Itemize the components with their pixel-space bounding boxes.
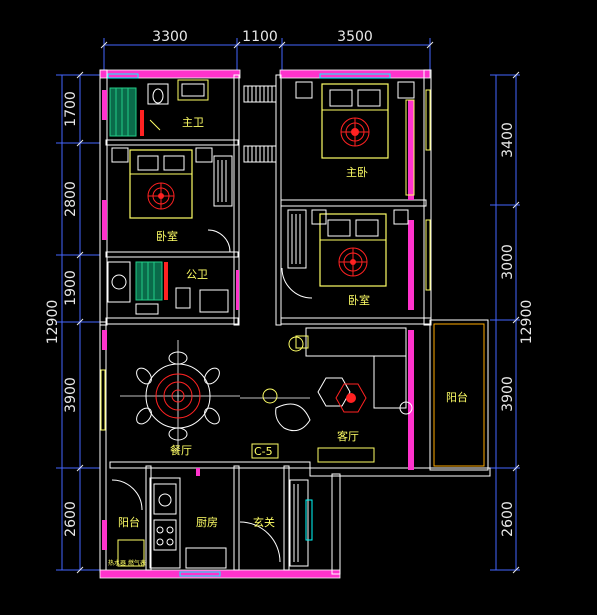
dim-left-1: 1700 [63, 91, 79, 127]
dim-left-2: 2800 [63, 181, 79, 217]
room-label-balcony-left: 阳台 [118, 515, 140, 529]
public-bathroom [107, 261, 229, 315]
interior-walls [105, 74, 432, 571]
dim-left-3: 1900 [63, 270, 79, 306]
dim-top-2: 1100 [242, 29, 278, 45]
dim-right-total: 12900 [519, 300, 535, 345]
dim-left-4: 3900 [63, 377, 79, 413]
dim-left-5: 2600 [63, 501, 79, 537]
living-room-furniture [240, 327, 413, 463]
right-bedroom-bed [311, 209, 409, 287]
room-label-master-bath: 主卫 [182, 116, 204, 129]
room-label-bedroom-left: 卧室 [156, 229, 178, 243]
dim-right-3: 3900 [500, 376, 516, 412]
windows [100, 73, 431, 577]
room-label-living: 客厅 [337, 429, 359, 443]
master-bedroom-bed [295, 81, 415, 196]
room-label-balcony-right: 阳台 [446, 390, 468, 404]
dim-left-total: 12900 [45, 300, 61, 345]
corridor-wardrobe [281, 209, 313, 299]
dimension-ticks [76, 41, 520, 574]
dim-right-2: 3000 [500, 244, 516, 280]
unit-tag-frame [251, 443, 279, 459]
closet-racks [243, 85, 277, 163]
left-bedroom-bed [111, 147, 233, 253]
dim-top-1: 3300 [152, 29, 188, 45]
room-label-entry: 玄关 [253, 515, 275, 529]
master-bathroom [109, 79, 209, 137]
room-label-dining: 餐厅 [170, 443, 192, 457]
entry-shoe-cabinet [111, 479, 313, 567]
appliance-note: 热水器 燃气表 [108, 559, 146, 567]
room-label-master-bedroom: 主卧 [346, 166, 368, 179]
dim-right-4: 2600 [500, 501, 516, 537]
dim-top-3: 3500 [337, 29, 373, 45]
room-label-bedroom-right: 卧室 [348, 293, 370, 307]
kitchen-counter [117, 477, 227, 569]
wall-hatching [102, 90, 414, 550]
unit-tag: C-5 [254, 445, 273, 458]
dining-table [120, 340, 240, 452]
dim-right-1: 3400 [500, 122, 516, 158]
room-label-kitchen: 厨房 [196, 516, 218, 529]
room-label-public-bath: 公卫 [186, 268, 208, 281]
